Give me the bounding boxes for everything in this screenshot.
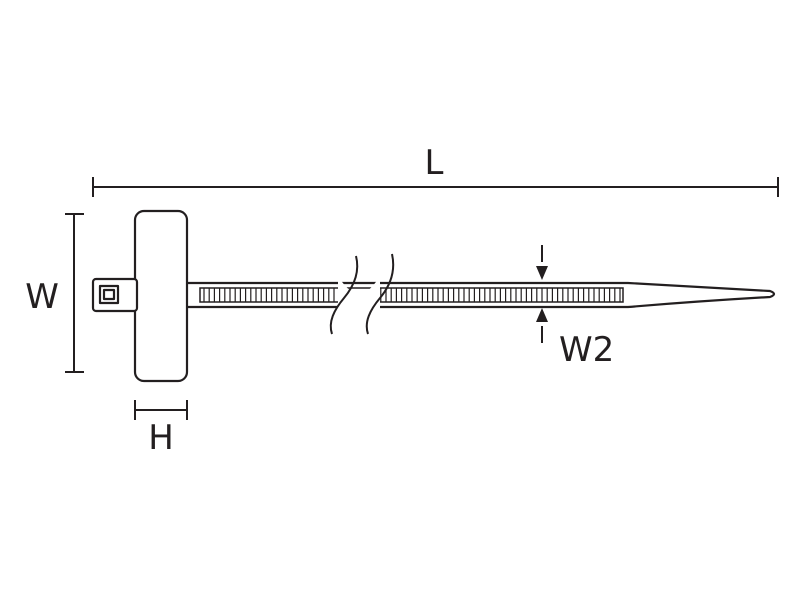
head-pawl [102, 288, 116, 301]
dimension-band-width: W2 [536, 245, 614, 370]
break-curve-left [329, 255, 359, 335]
dimension-length: L [92, 143, 779, 197]
dimension-height: H [134, 400, 188, 458]
strap-body [178, 281, 776, 309]
band-width-bottom-arrow [536, 308, 548, 322]
break-curve-right [365, 253, 395, 335]
width-label: W [25, 277, 59, 317]
marker-plate [133, 209, 189, 383]
break-gap [338, 276, 380, 323]
locking-head [91, 277, 139, 313]
band-width-top-arrow [536, 266, 548, 280]
length-break-mark [329, 253, 395, 335]
length-label: L [425, 143, 444, 183]
height-label: H [148, 418, 174, 458]
band-width-label: W2 [559, 330, 614, 370]
ratchet-teeth [203, 288, 621, 302]
dimension-width: W [25, 213, 84, 373]
